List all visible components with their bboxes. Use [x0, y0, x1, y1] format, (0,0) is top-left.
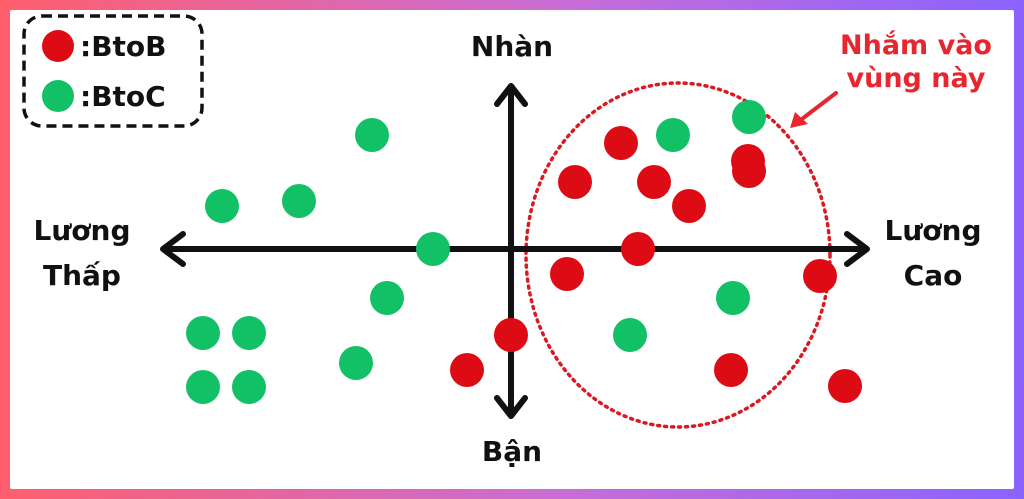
- axis-label-bottom: Bận: [482, 435, 542, 468]
- x-axis: [160, 231, 870, 267]
- legend-marker-btob: [42, 30, 74, 62]
- point-btob-8: [550, 257, 584, 291]
- point-btob-1: [604, 126, 638, 160]
- point-btoc-7: [370, 281, 404, 315]
- point-btob-10: [494, 318, 528, 352]
- legend-marker-btoc: [42, 80, 74, 112]
- legend-label-btoc: :BtoC: [80, 80, 166, 113]
- point-btoc-5: [282, 184, 316, 218]
- data-points: [186, 100, 862, 404]
- point-btoc-6: [416, 232, 450, 266]
- point-btoc-13: [186, 370, 220, 404]
- point-btob-13: [828, 369, 862, 403]
- legend: :BtoB :BtoC: [22, 14, 204, 128]
- legend-label-btob: :BtoB: [80, 30, 167, 63]
- axis-label-top: Nhàn: [471, 30, 553, 63]
- axis-label-right-line2: Cao: [904, 259, 963, 292]
- point-btob-2: [558, 165, 592, 199]
- point-btoc-2: [656, 118, 690, 152]
- x-axis-left-arrowhead: [160, 231, 186, 267]
- point-btoc-1: [355, 118, 389, 152]
- point-btob-5: [672, 189, 706, 223]
- axis-label-left-line2: Thấp: [43, 259, 121, 292]
- point-btoc-3: [732, 100, 766, 134]
- point-btob-12: [714, 353, 748, 387]
- point-btoc-9: [613, 318, 647, 352]
- annotation-line2: vùng này: [847, 63, 986, 94]
- axis-label-left-line1: Lương: [34, 214, 131, 247]
- point-btoc-10: [186, 316, 220, 350]
- point-btoc-14: [232, 370, 266, 404]
- y-axis-bottom-arrowhead: [494, 395, 528, 419]
- axis-label-right-line1: Lương: [885, 214, 982, 247]
- y-axis: [494, 83, 528, 419]
- point-btoc-12: [339, 346, 373, 380]
- point-btoc-11: [232, 316, 266, 350]
- x-axis-right-arrowhead: [844, 231, 870, 267]
- annotation-arrow: [790, 91, 838, 128]
- point-btob-3: [637, 165, 671, 199]
- point-btob-11: [450, 353, 484, 387]
- target-region-ellipse: [524, 81, 832, 429]
- point-btob-6: [731, 144, 765, 178]
- y-axis-top-arrowhead: [494, 83, 528, 107]
- point-btoc-4: [205, 189, 239, 223]
- point-btob-7: [621, 232, 655, 266]
- annotation-line1: Nhắm vào: [840, 30, 992, 61]
- point-btob-9: [803, 259, 837, 293]
- point-btoc-8: [716, 281, 750, 315]
